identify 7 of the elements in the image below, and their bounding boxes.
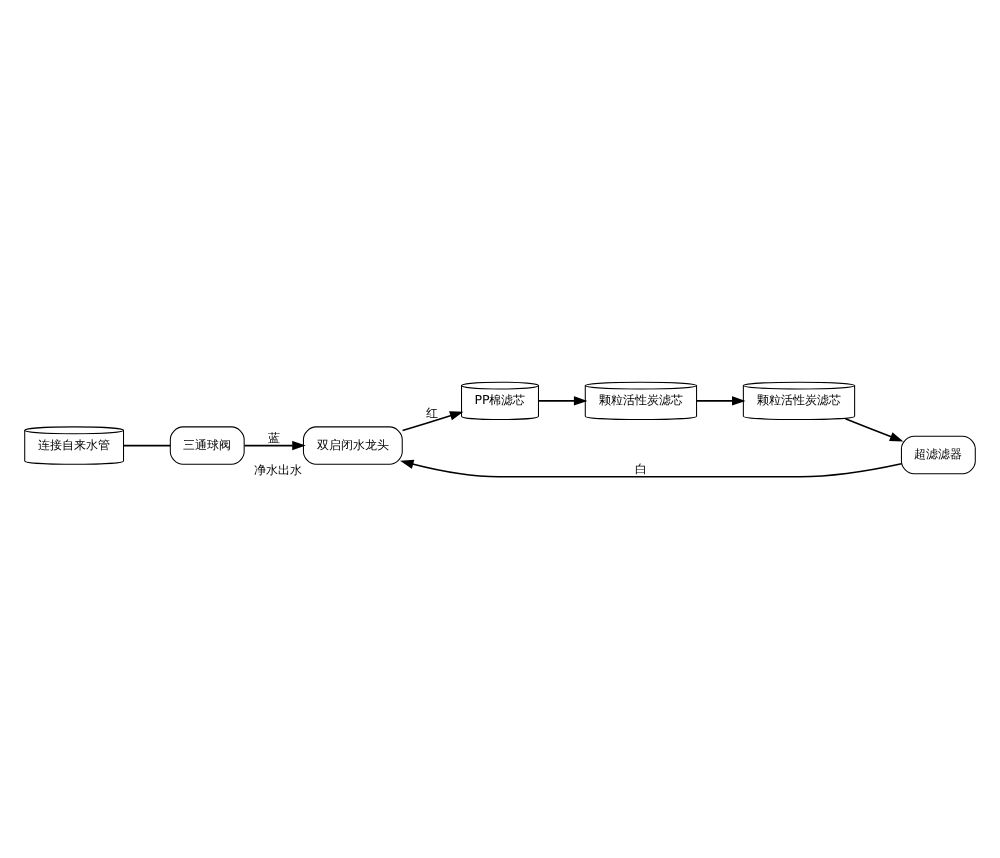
arrow [537, 395, 588, 405]
arrow [844, 416, 904, 441]
arrow [400, 458, 903, 477]
connector [122, 443, 172, 446]
arrow [243, 439, 306, 450]
arrow [401, 410, 464, 431]
arrow [696, 395, 746, 405]
